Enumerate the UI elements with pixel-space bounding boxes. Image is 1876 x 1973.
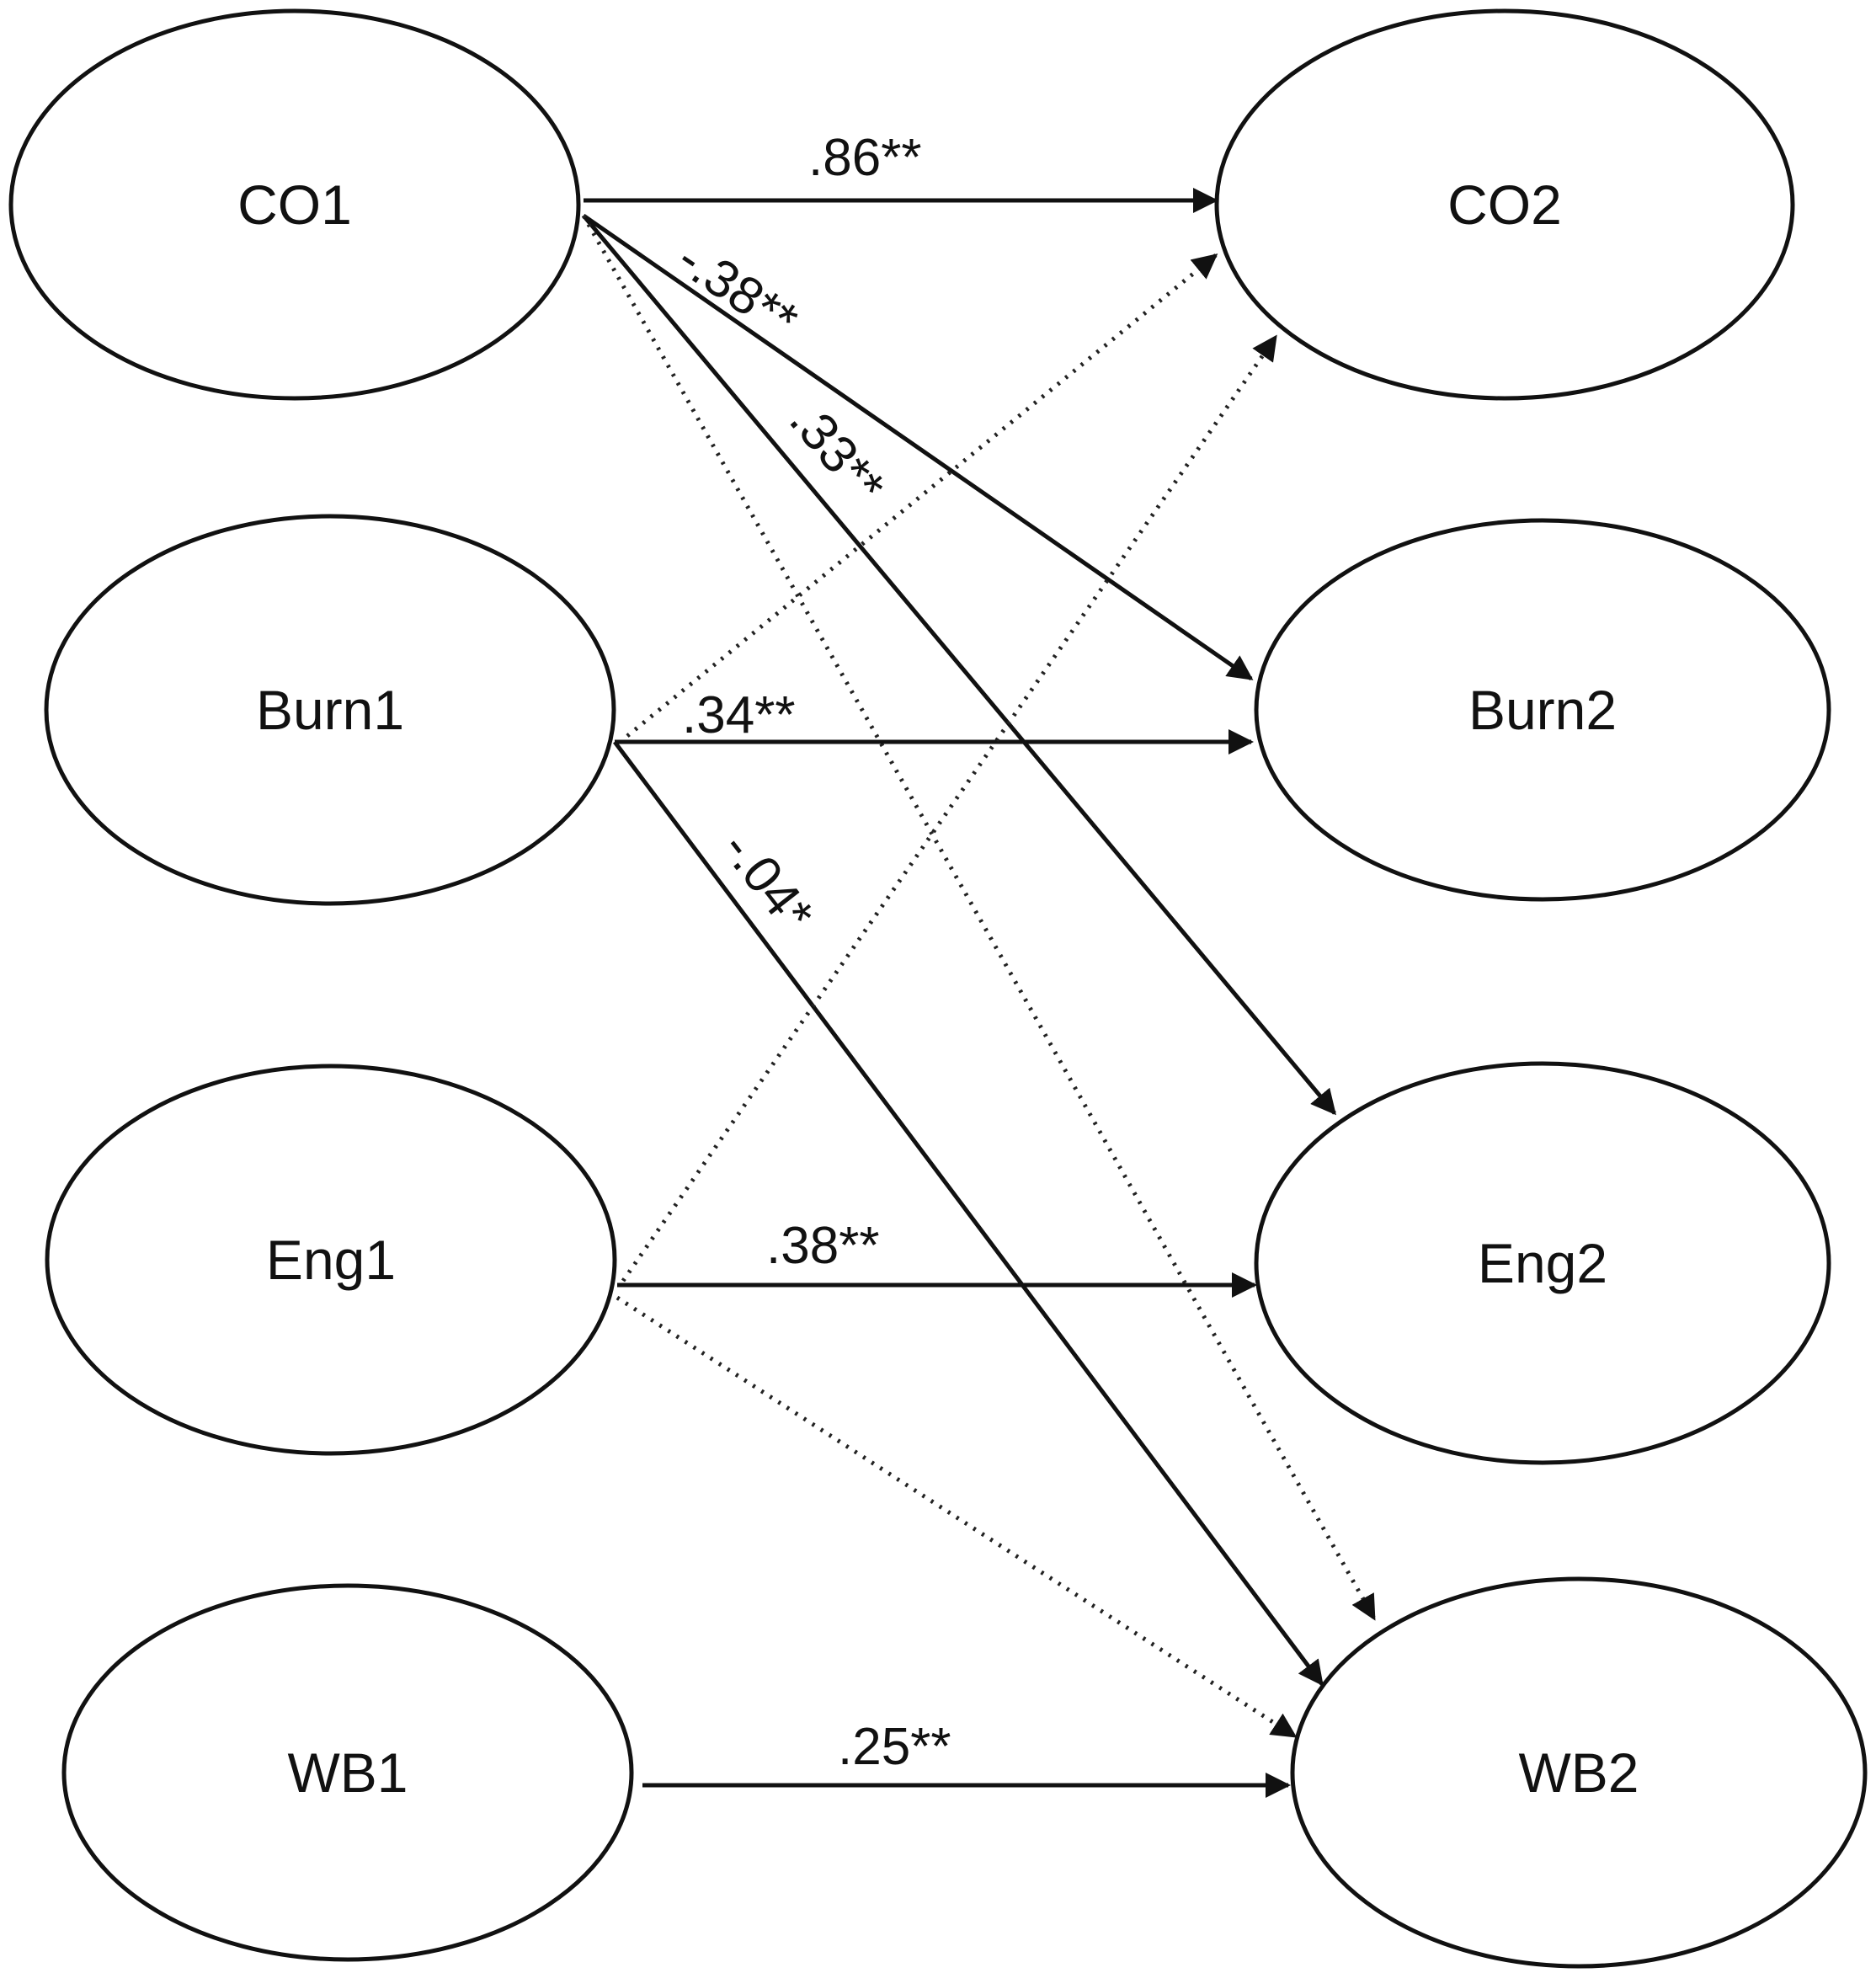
node-burn1: Burn1 [44,514,616,906]
node-wb1: WB1 [61,1583,634,1962]
node-wb2-ellipse [1290,1576,1868,1969]
node-burn2-ellipse [1254,518,1831,902]
node-wb2: WB2 [1290,1576,1868,1969]
node-wb1-ellipse [61,1583,634,1962]
coef-co1-eng2: .33** [778,392,895,515]
coef-wb1-wb2: .25** [838,1718,951,1776]
path-co1-eng2 [582,214,1336,1116]
coefficient-labels: .86** -.38** .33** .34** -.04* .38** .25… [667,129,951,1776]
node-co1-ellipse [8,8,581,401]
coef-burn1-burn2: .34** [682,686,795,744]
node-co2-ellipse [1214,8,1795,401]
node-burn2-label: Burn2 [1468,679,1617,741]
coef-co1-co2: .86** [808,129,921,187]
node-eng1-ellipse [45,1064,617,1456]
node-eng2-ellipse [1254,1061,1831,1465]
coef-burn1-wb2: -.04* [711,820,824,943]
path-burn1-co2 [626,253,1218,738]
path-burn1-wb2 [613,740,1324,1687]
node-burn2: Burn2 [1254,518,1831,902]
node-eng2: Eng2 [1254,1061,1831,1465]
node-co1: CO1 [8,8,581,401]
node-eng2-label: Eng2 [1478,1232,1607,1294]
path-co1-wb2 [581,214,1377,1621]
node-wb2-label: WB2 [1518,1741,1639,1804]
coef-eng1-eng2: .38** [766,1217,879,1275]
path-eng1-co2 [621,334,1278,1282]
node-burn1-label: Burn1 [256,679,404,741]
node-eng1-label: Eng1 [266,1229,396,1291]
node-co2-label: CO2 [1447,173,1562,236]
node-wb1-label: WB1 [287,1741,408,1804]
paths [581,188,1377,1798]
path-co1-burn2 [582,213,1254,681]
node-eng1: Eng1 [45,1064,617,1456]
coef-co1-burn2: -.38** [667,229,807,350]
node-co1-label: CO1 [237,173,352,236]
node-burn1-ellipse [44,514,616,906]
path-eng1-wb2 [616,1295,1298,1739]
node-co2: CO2 [1214,8,1795,401]
